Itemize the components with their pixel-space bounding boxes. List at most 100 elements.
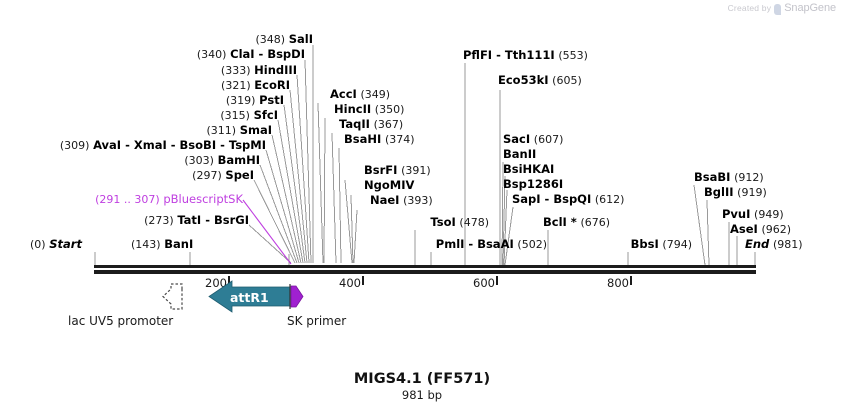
ruler-tick-mark-800 bbox=[630, 276, 632, 285]
feature-caption-sk-primer: SK primer bbox=[287, 314, 347, 328]
map-title: MIGS4.1 (FF571) bbox=[353, 371, 491, 387]
site-position: (391) bbox=[401, 164, 431, 177]
site-names: BsaHI bbox=[344, 132, 382, 146]
site-position: (311) bbox=[206, 124, 237, 137]
site-label-bam-hi[interactable]: (303) BamHI bbox=[184, 154, 260, 167]
end-label: End bbox=[745, 237, 770, 251]
site-label-bcl-i[interactable]: BclI * (676) bbox=[543, 216, 610, 229]
site-label-eco53ki[interactable]: Eco53kI (605) bbox=[498, 74, 582, 87]
site-label-ban-ii[interactable]: BanII bbox=[503, 148, 536, 161]
site-position: (319) bbox=[225, 94, 256, 107]
site-label-bbs-i[interactable]: BbsI (794) bbox=[631, 238, 692, 251]
site-names: SpeI bbox=[225, 168, 254, 182]
feature-glyph-attr1 bbox=[208, 280, 291, 313]
site-names: BsiHKAI bbox=[503, 162, 555, 176]
watermark-prefix: Created by bbox=[727, 3, 772, 13]
site-label-nae-i[interactable]: NaeI (393) bbox=[370, 194, 433, 207]
site-label-cla-i[interactable]: (340) ClaI - BspDI bbox=[197, 48, 305, 61]
site-names: PstI bbox=[259, 93, 284, 107]
site-names: SacI bbox=[503, 132, 531, 146]
site-names: NgoMIV bbox=[364, 178, 415, 192]
site-position: (676) bbox=[580, 216, 611, 229]
site-names: TatI - BsrGI bbox=[177, 213, 249, 227]
site-position: (350) bbox=[374, 103, 405, 116]
site-label-sfc-i[interactable]: (315) SfcI bbox=[220, 109, 278, 122]
site-position: (553) bbox=[558, 49, 588, 62]
site-label-eco-ri[interactable]: (321) EcoRI bbox=[221, 79, 290, 92]
feature-glyph-sk-primer bbox=[289, 284, 304, 309]
ruler-tick-label-200: 200 bbox=[205, 276, 227, 290]
site-names: BbsI bbox=[630, 237, 659, 251]
site-names: BsrFI bbox=[364, 163, 398, 177]
site-names: HincII bbox=[334, 102, 372, 116]
site-position: (315) bbox=[220, 109, 250, 122]
site-names: AvaI - XmaI - BsoBI - TspMI bbox=[93, 138, 266, 152]
site-position: (374) bbox=[384, 133, 415, 146]
ruler-tick-label-400: 400 bbox=[339, 276, 361, 290]
site-label-tso-i[interactable]: TsoI (478) bbox=[430, 216, 489, 229]
site-position: (919) bbox=[737, 186, 767, 199]
start-marker-label: (0) Start bbox=[30, 238, 82, 251]
site-label-hind-iii[interactable]: (333) HindIII bbox=[221, 64, 297, 77]
site-names: SalI bbox=[288, 32, 313, 46]
site-names: BsaBI bbox=[694, 170, 731, 184]
site-position: (273) bbox=[144, 214, 174, 227]
site-names: HindIII bbox=[254, 63, 297, 77]
site-position: (393) bbox=[403, 194, 433, 207]
feature-range: (291 .. 307) bbox=[95, 193, 160, 206]
site-label-pml-i[interactable]: PmlI - BsaAI (502) bbox=[436, 238, 547, 251]
site-label-taq-ii[interactable]: TaqII (367) bbox=[339, 118, 403, 131]
site-names: BanII bbox=[503, 147, 537, 161]
feature-caption-lac-uv5-promoter: lac UV5 promoter bbox=[68, 314, 174, 328]
ruler-tick-mark-400 bbox=[362, 276, 364, 285]
site-position: (309) bbox=[59, 139, 90, 152]
site-position: (143) bbox=[131, 238, 161, 251]
site-label-bsa-bi[interactable]: BsaBI (912) bbox=[694, 171, 764, 184]
site-names: Eco53kI bbox=[498, 73, 549, 87]
site-position: (340) bbox=[196, 48, 227, 61]
site-label-bsr-fi[interactable]: BsrFI (391) bbox=[364, 164, 431, 177]
site-position: (502) bbox=[517, 238, 547, 251]
site-names: BamHI bbox=[217, 153, 260, 167]
site-label-pfl-fi[interactable]: PflFI - Tth111I (553) bbox=[463, 49, 588, 62]
site-label-bsp1286i[interactable]: Bsp1286I bbox=[503, 178, 563, 191]
site-names: NaeI bbox=[370, 193, 400, 207]
site-label-sma-i[interactable]: (311) SmaI bbox=[206, 124, 272, 137]
site-label-ngo-miv[interactable]: NgoMIV bbox=[364, 179, 414, 192]
site-names: BanI bbox=[164, 237, 194, 251]
site-label-sal-i[interactable]: (348) SalI bbox=[255, 33, 313, 46]
site-label-bsa-hi[interactable]: BsaHI (374) bbox=[344, 133, 415, 146]
site-names: SfcI bbox=[253, 108, 278, 122]
snapgene-logo-icon bbox=[774, 3, 782, 15]
site-label-sap-i[interactable]: SapI - BspQI (612) bbox=[512, 193, 624, 206]
site-position: (605) bbox=[552, 74, 582, 87]
site-label-ban-i[interactable]: (143) BanI bbox=[131, 238, 193, 251]
site-position: (794) bbox=[662, 238, 692, 251]
site-label-sac-i[interactable]: SacI (607) bbox=[503, 133, 563, 146]
site-label-acc-i[interactable]: AccI (349) bbox=[330, 88, 390, 101]
feature-glyph-lac-uv5-promoter bbox=[162, 283, 183, 310]
ruler-tick-label-800: 800 bbox=[607, 276, 629, 290]
feature-name-attr1: attR1 bbox=[230, 290, 269, 305]
end-marker-label: End (981) bbox=[745, 238, 803, 251]
site-names: Bsp1286I bbox=[503, 177, 564, 191]
site-position: (333) bbox=[220, 64, 251, 77]
site-names: TsoI bbox=[430, 215, 456, 229]
site-label-tat-i[interactable]: (273) TatI - BsrGI bbox=[144, 214, 249, 227]
site-position: (349) bbox=[360, 88, 391, 101]
feature-label-pbluescriptsk[interactable]: (291 .. 307) pBluescriptSK bbox=[95, 193, 243, 206]
site-label-pst-i[interactable]: (319) PstI bbox=[226, 94, 284, 107]
site-label-pvu-i[interactable]: PvuI (949) bbox=[722, 208, 784, 221]
site-label-hinc-ii[interactable]: HincII (350) bbox=[334, 103, 404, 116]
site-position: (367) bbox=[373, 118, 404, 131]
site-label-bsi-hkai[interactable]: BsiHKAI bbox=[503, 163, 554, 176]
site-label-ase-i[interactable]: AseI (962) bbox=[730, 223, 791, 236]
site-label-spe-i[interactable]: (297) SpeI bbox=[192, 169, 254, 182]
start-label: Start bbox=[49, 237, 82, 251]
ruler-tick-label-600: 600 bbox=[473, 276, 495, 290]
site-label-bgl-ii[interactable]: BglII (919) bbox=[704, 186, 767, 199]
site-names: AccI bbox=[330, 87, 357, 101]
site-label-ava-i[interactable]: (309) AvaI - XmaI - BsoBI - TspMI bbox=[60, 139, 266, 152]
